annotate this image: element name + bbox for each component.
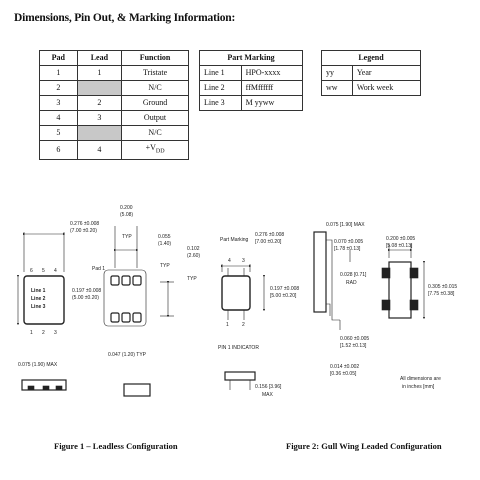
legend-meaning: Work week	[351, 80, 422, 96]
figure-2-caption: Figure 2: Gull Wing Leaded Configuration	[286, 441, 442, 451]
fig2-dim-height: 0.197 ±0.008	[270, 286, 299, 292]
function-text: N/C	[148, 83, 162, 92]
fig2-note-1: All dimensions are	[400, 376, 441, 382]
page-title: Dimensions, Pin Out, & Marking Informati…	[14, 12, 236, 24]
fig2-pin-4: 4	[228, 258, 231, 264]
vdd-subscript: DD	[155, 148, 165, 155]
fig2-pin-2: 2	[242, 322, 245, 328]
fig1-pin-6: 6	[30, 268, 33, 274]
fig1-dim-200: 0.200	[120, 205, 133, 211]
lead-cell	[76, 80, 123, 96]
function-text: +V	[145, 143, 156, 152]
lead-cell	[76, 125, 123, 141]
fig1-pin-4: 4	[54, 268, 57, 274]
fig1-typ: TYP	[122, 234, 132, 240]
fig1-dim-055-mm: (1.40)	[158, 241, 171, 247]
fig2-dim-070: 0.070 ±0.005	[334, 239, 363, 245]
fig1-dim-102: 0.102	[187, 246, 200, 252]
fig2-dim-200-mm: [5.08 ±0.13]	[386, 243, 413, 249]
fig1-pin-3: 3	[54, 330, 57, 336]
fig2-note-2: in inches [mm]	[402, 384, 435, 390]
marking-line-value: M yyww	[240, 95, 304, 111]
fig1-dim-200-mm: (5.08)	[120, 212, 133, 218]
fig1-pin-5: 5	[42, 268, 45, 274]
fig2-footprint	[388, 261, 412, 319]
figure-1-caption: Figure 1 – Leadless Configuration	[54, 441, 178, 451]
fig1-dim-width-mm: (7.00 ±0.20)	[70, 228, 97, 234]
fig2-dim-305: 0.305 ±0.015	[428, 284, 457, 290]
fig2-dim-060-mm: [1.52 ±0.13]	[340, 343, 367, 349]
fig2-pin1-indicator: PIN 1 INDICATOR	[218, 345, 259, 351]
function-text: N/C	[148, 128, 162, 137]
function-cell: N/C	[121, 125, 189, 141]
fig1-dim-height-mm: (5.00 ±0.20)	[72, 295, 99, 301]
fig2-top-view	[221, 275, 251, 311]
fig1-dim-width: 0.276 ±0.008	[70, 221, 99, 227]
lead-cell: 3	[76, 110, 123, 126]
fig2-pin-3: 3	[242, 258, 245, 264]
fig1-typ-2: TYP	[160, 263, 170, 269]
fig2-dim-305-mm: [7.75 ±0.38]	[428, 291, 455, 297]
fig1-dim-thick: 0.075 (1.90) MAX	[18, 362, 58, 368]
fig1-dim-055: 0.055	[158, 234, 171, 240]
fig1-dim-047: 0.047 (1.20) TYP	[108, 352, 147, 358]
fig1-line-3: Line 3	[31, 304, 46, 310]
pad-table-header: Pad Lead Function	[39, 50, 189, 66]
fig2-dim-width: 0.276 ±0.008	[255, 232, 284, 238]
fig2-dim-200: 0.200 ±0.005	[386, 236, 415, 242]
fig1-pad1: Pad 1	[92, 266, 105, 272]
fig2-dim-width-mm: [7.00 ±0.20]	[255, 239, 282, 245]
fig1-pin-2: 2	[42, 330, 45, 336]
fig2-dim-height-mm: [5.00 ±0.20]	[270, 293, 297, 299]
function-text: Ground	[142, 98, 168, 107]
fig2-rad: RAD	[346, 280, 357, 286]
fig2-dim-014: 0.014 ±0.002	[330, 364, 359, 370]
fig1-line-2: Line 2	[31, 296, 46, 302]
fig2-profile-view	[313, 231, 327, 313]
lead-cell: 4	[76, 140, 123, 160]
fig2-dim-060: 0.060 ±0.005	[340, 336, 369, 342]
fig2-dim-156: 0.156 [3.96]	[255, 384, 282, 390]
fig1-typ-3: TYP	[187, 276, 197, 282]
fig1-pin-1: 1	[30, 330, 33, 336]
fig2-dim-028: 0.028 [0.71]	[340, 272, 367, 278]
fig2-pin-1: 1	[226, 322, 229, 328]
fig2-dim-075: 0.075 [1.90] MAX	[326, 222, 365, 228]
fig1-dim-102-mm: (2.60)	[187, 253, 200, 259]
fig1-line-1: Line 1	[31, 288, 46, 294]
fig2-max: MAX	[262, 392, 274, 398]
fig1-top-view	[23, 275, 65, 325]
fig2-dim-014-mm: [0.36 ±0.05]	[330, 371, 357, 377]
fig2-dim-070-mm: [1.78 ±0.13]	[334, 246, 361, 252]
function-cell: +VDD	[121, 140, 189, 160]
function-text: Output	[143, 113, 167, 122]
fig1-dim-height: 0.197 ±0.008	[72, 288, 101, 294]
function-text: Tristate	[142, 68, 168, 77]
fig1-footprint	[103, 269, 147, 327]
fig2-part-marking: Part Marking	[220, 237, 249, 243]
